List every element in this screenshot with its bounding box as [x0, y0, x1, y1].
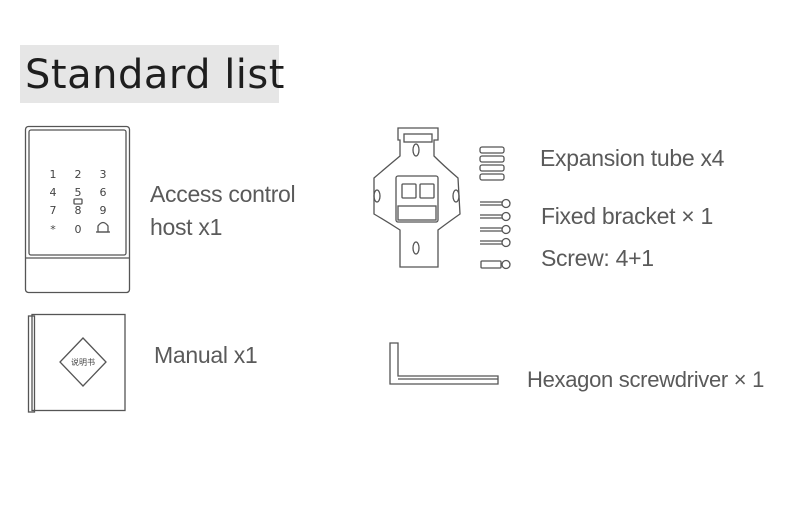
keypad-key-9: 9	[100, 204, 107, 217]
keypad-key-0: 0	[75, 223, 82, 236]
keypad-key-star: *	[50, 223, 56, 236]
hex-screwdriver-label: Hexagon screwdriver × 1	[527, 367, 765, 392]
keypad-key-1: 1	[50, 168, 57, 181]
manual-book-icon: 说明书	[27, 313, 126, 413]
keypad-key-2: 2	[75, 168, 82, 181]
lock-icon	[73, 198, 83, 205]
keypad-key-6: 6	[100, 186, 107, 199]
expansion-tube-icon	[479, 146, 505, 181]
fixed-bracket-icon	[373, 127, 461, 268]
expansion-tube-label: Expansion tube x4	[540, 145, 725, 171]
hex-screwdriver-icon	[389, 342, 499, 385]
screw-icon	[480, 198, 511, 270]
keypad-key-7: 7	[50, 204, 57, 217]
access-host-label-line2: host x1	[150, 214, 223, 240]
keypad-key-8: 8	[75, 204, 82, 217]
keypad-key-5: 5	[75, 186, 82, 199]
access-control-host-icon: 1 2 3 4 5 6 7 8 9 * 0	[24, 125, 131, 294]
access-host-label-line1: Access control	[150, 181, 296, 207]
manual-label: Manual x1	[154, 342, 258, 368]
keypad-key-4: 4	[50, 186, 57, 199]
page-title: Standard list	[25, 52, 285, 98]
fixed-bracket-label: Fixed bracket × 1	[541, 203, 713, 229]
manual-book-text: 说明书	[71, 357, 95, 367]
screw-label: Screw: 4+1	[541, 245, 654, 271]
title-background	[20, 45, 279, 103]
keypad-key-3: 3	[100, 168, 107, 181]
bell-icon	[96, 221, 110, 233]
